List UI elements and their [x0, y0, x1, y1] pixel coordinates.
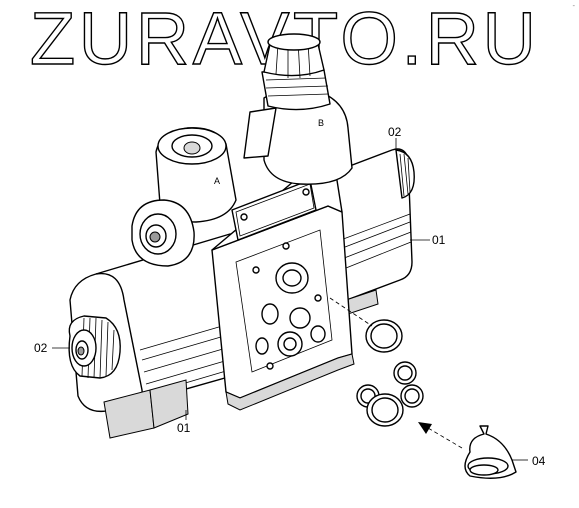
valve-body [211, 173, 355, 411]
port-a-label: A [214, 176, 220, 186]
callout-02-top: 02 [388, 125, 402, 139]
callout-02-left: 02 [34, 341, 48, 355]
callout-01-right: 01 [432, 233, 446, 247]
seal-kit-bag [464, 425, 517, 479]
port-a-boss: A [131, 127, 237, 267]
assembly-dashed-line [329, 297, 373, 327]
seal-rings [356, 319, 424, 427]
port-b-label: B [318, 118, 324, 128]
callout-04: 04 [532, 454, 546, 468]
manual-override-knob-left [68, 315, 121, 379]
kit-arrow [418, 422, 463, 449]
callout-01-bottom: 01 [177, 421, 191, 435]
corner-mark: - [572, 2, 575, 10]
port-b-boss: B [243, 33, 353, 185]
